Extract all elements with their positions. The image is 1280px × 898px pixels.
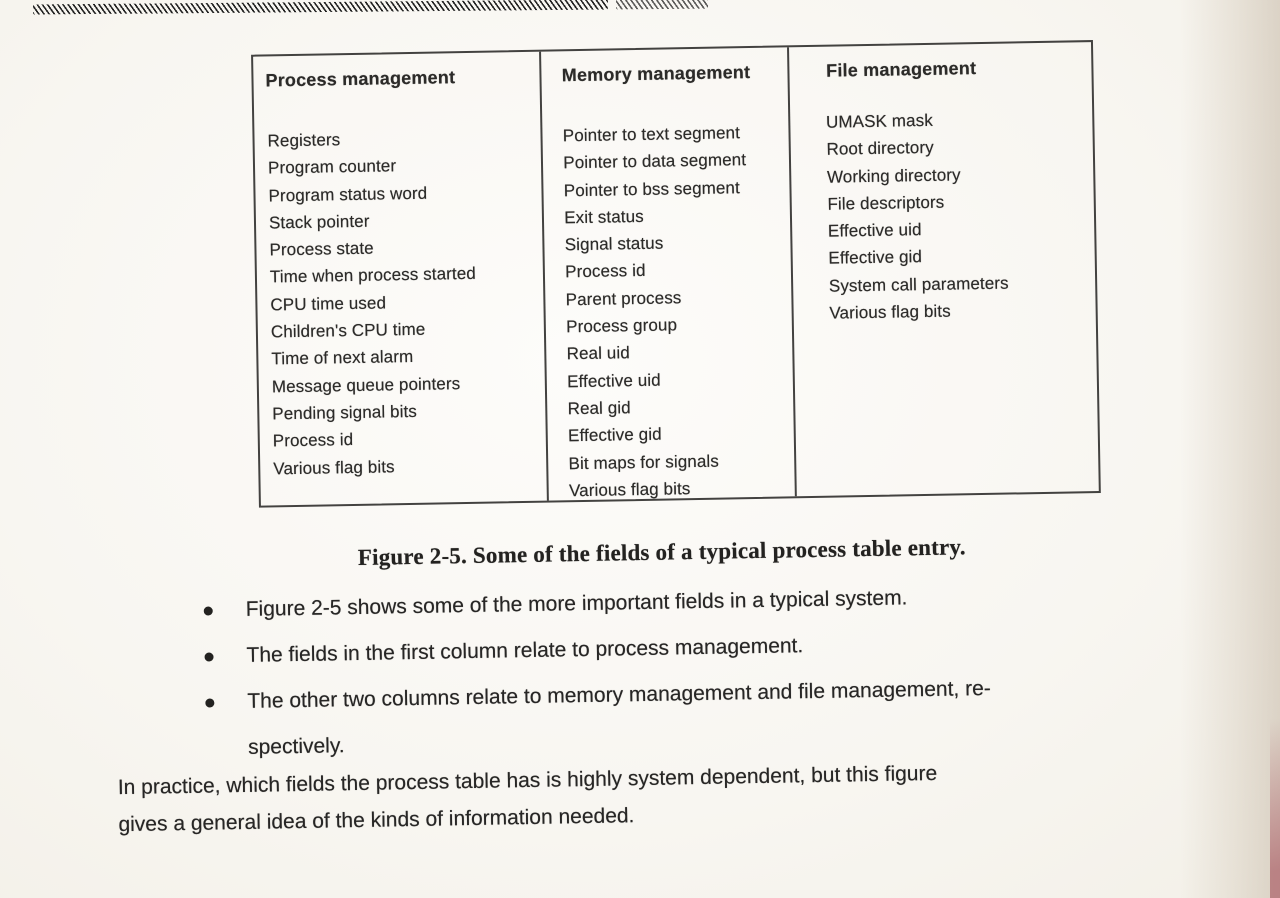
bullet-dot-icon: [203, 606, 213, 616]
table-cell-item: Bit maps for signals: [568, 451, 720, 473]
column-header: Process management: [265, 67, 456, 91]
table-cell-item: Various flag bits: [829, 301, 951, 323]
column-header: File management: [825, 58, 977, 81]
table-cell-item: Pointer to text segment: [562, 123, 741, 146]
table-cell-item: Signal status: [564, 233, 664, 255]
table-cell-item: Parent process: [565, 288, 682, 310]
bullet-dot-icon: [205, 698, 215, 708]
table-cell-item: Various flag bits: [568, 478, 691, 501]
table-cell-item: Pointer to data segment: [563, 150, 747, 173]
table-cell-item: Effective gid: [567, 424, 662, 446]
table-cell-item: Various flag bits: [273, 456, 395, 478]
table-cell-item: Process id: [565, 261, 646, 282]
bullet-list: Figure 2-5 shows some of the more import…: [203, 569, 1266, 771]
table-cell-item: Exit status: [564, 206, 644, 228]
table-cell-item: Real gid: [567, 398, 631, 419]
table-column-memory-management: Memory management Pointer to text segmen…: [541, 47, 797, 501]
figure-caption: Figure 2-5. Some of the fields of a typi…: [357, 534, 966, 570]
table-cell-item: Real uid: [566, 343, 630, 364]
table-cell-item: Effective uid: [566, 370, 661, 391]
table-cell-item: Pointer to bss segment: [563, 177, 741, 200]
table-cell-item: Process group: [566, 315, 678, 337]
column-header: Memory management: [561, 62, 751, 86]
bullet-dot-icon: [204, 652, 214, 662]
